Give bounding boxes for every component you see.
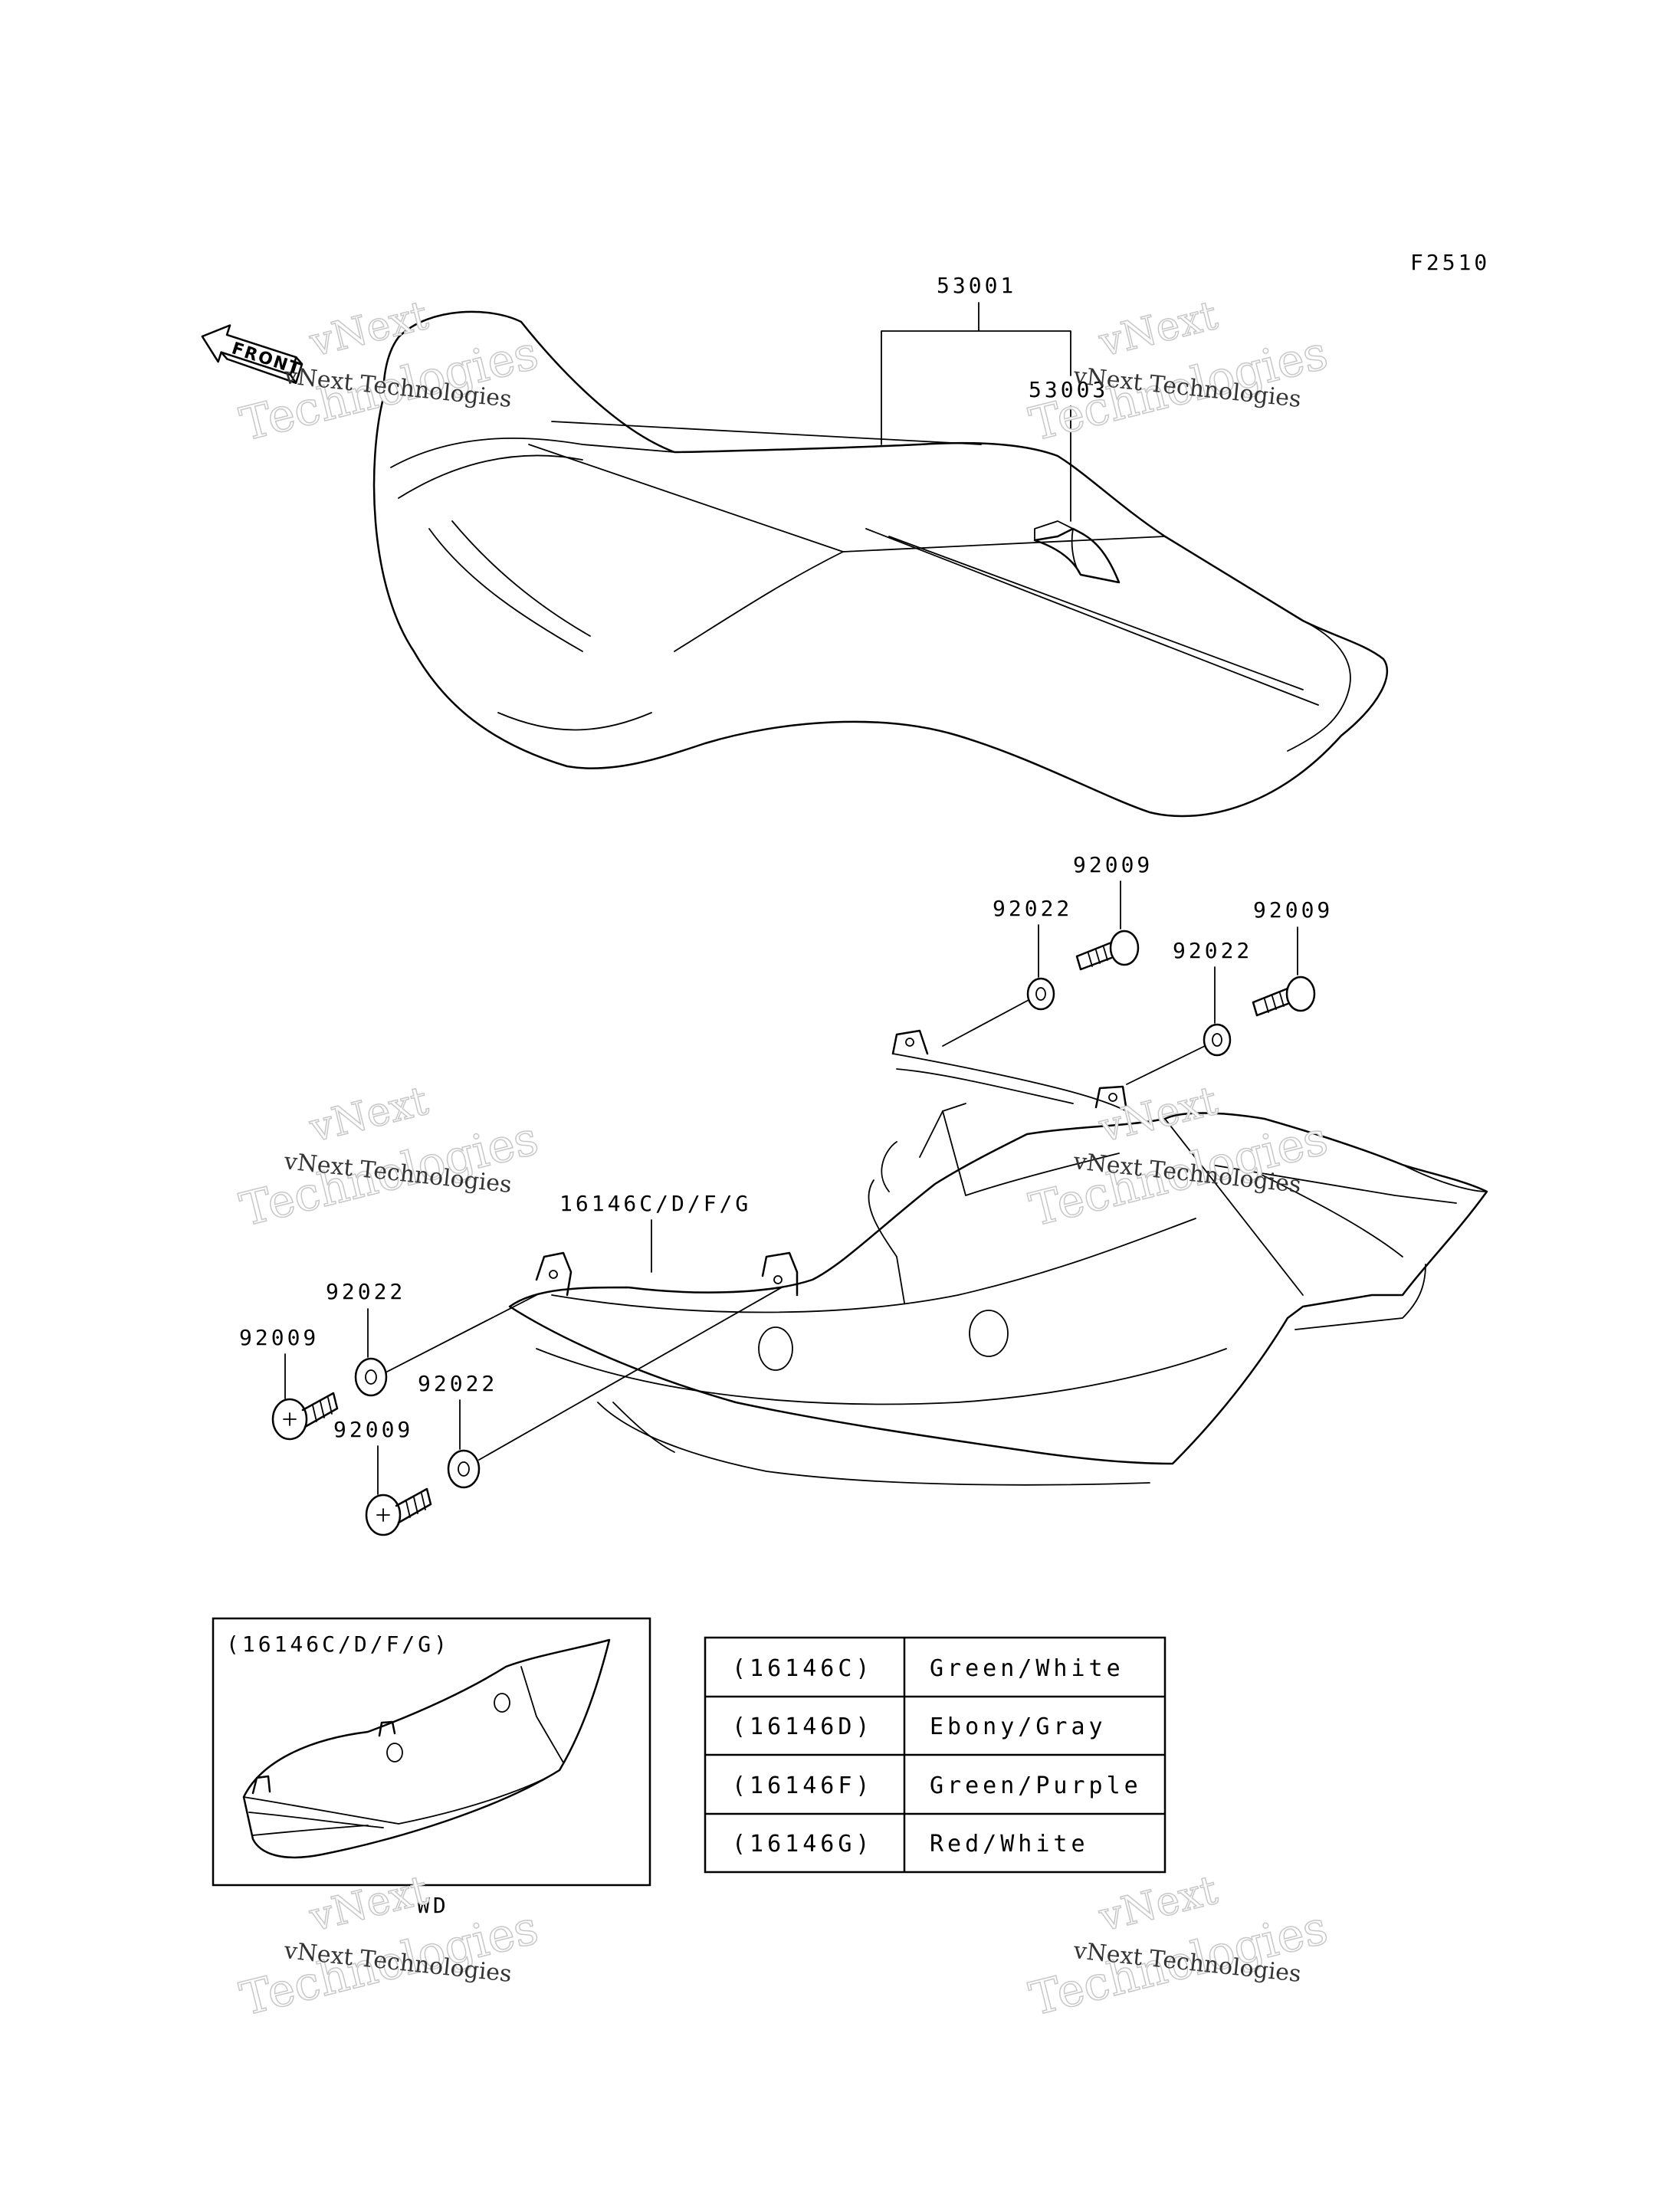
washer-top-right bbox=[1203, 1023, 1232, 1057]
table-row-color: Green/White bbox=[930, 1655, 1124, 1682]
callout-92009-b: 92009 bbox=[1253, 897, 1333, 923]
table-row-code: (16146F) bbox=[732, 1772, 874, 1799]
watermark: vNext Technologies vNext Technologies bbox=[235, 1867, 544, 2027]
callout-92022-c: 92022 bbox=[326, 1279, 405, 1304]
bolt-bottom-mid bbox=[365, 1487, 432, 1536]
color-table: (16146C) Green/White (16146D) Ebony/Gray… bbox=[704, 1636, 1166, 1874]
inset-footer: WD bbox=[417, 1893, 449, 1918]
table-row-code: (16146C) bbox=[732, 1655, 874, 1682]
washer-top-left bbox=[1026, 977, 1055, 1011]
leader-53001 bbox=[881, 302, 1071, 445]
inset-panel: (16146C/D/F/G) WD bbox=[212, 1617, 651, 1918]
figure-code: F2510 bbox=[1410, 250, 1490, 275]
washer-bottom-mid bbox=[447, 1449, 481, 1489]
table-row-code: (16146D) bbox=[732, 1713, 874, 1740]
callout-92009-d: 92009 bbox=[333, 1417, 413, 1442]
washer-bottom-left bbox=[354, 1357, 388, 1397]
leader-fasteners-bottom-left bbox=[386, 1294, 537, 1372]
leader-fasteners-top-left bbox=[942, 999, 1029, 1047]
leader-fasteners-bottom-mid bbox=[478, 1287, 783, 1461]
bolt-top-left bbox=[1075, 930, 1140, 971]
bolt-bottom-left bbox=[271, 1392, 339, 1441]
table-row-color: Red/White bbox=[930, 1831, 1089, 1858]
watermark: vNext Technologies vNext Technologies bbox=[235, 1077, 544, 1238]
side-cover-drawing bbox=[508, 1029, 1488, 1486]
bolt-top-right bbox=[1252, 976, 1316, 1017]
inset-title: (16146C/D/F/G) bbox=[226, 1631, 450, 1657]
table-row-color: Ebony/Gray bbox=[930, 1713, 1107, 1740]
callout-92022-a: 92022 bbox=[993, 896, 1072, 921]
callout-92022-b: 92022 bbox=[1173, 938, 1252, 963]
leader-fasteners-top-right bbox=[1126, 1045, 1206, 1085]
callout-53003: 53003 bbox=[1029, 377, 1108, 402]
watermark: vNext Technologies vNext Technologies bbox=[1024, 1077, 1334, 1238]
seat-drawing bbox=[372, 310, 1389, 818]
table-row-code: (16146G) bbox=[732, 1831, 874, 1858]
callout-16146: 16146C/D/F/G bbox=[559, 1191, 751, 1216]
callout-92022-d: 92022 bbox=[418, 1371, 497, 1396]
table-row-color: Green/Purple bbox=[930, 1772, 1142, 1799]
callout-53001: 53001 bbox=[937, 273, 1016, 298]
watermark: vNext Technologies vNext Technologies bbox=[1024, 1867, 1334, 2027]
callout-92009-c: 92009 bbox=[239, 1325, 319, 1350]
callout-92009-a: 92009 bbox=[1073, 852, 1153, 877]
